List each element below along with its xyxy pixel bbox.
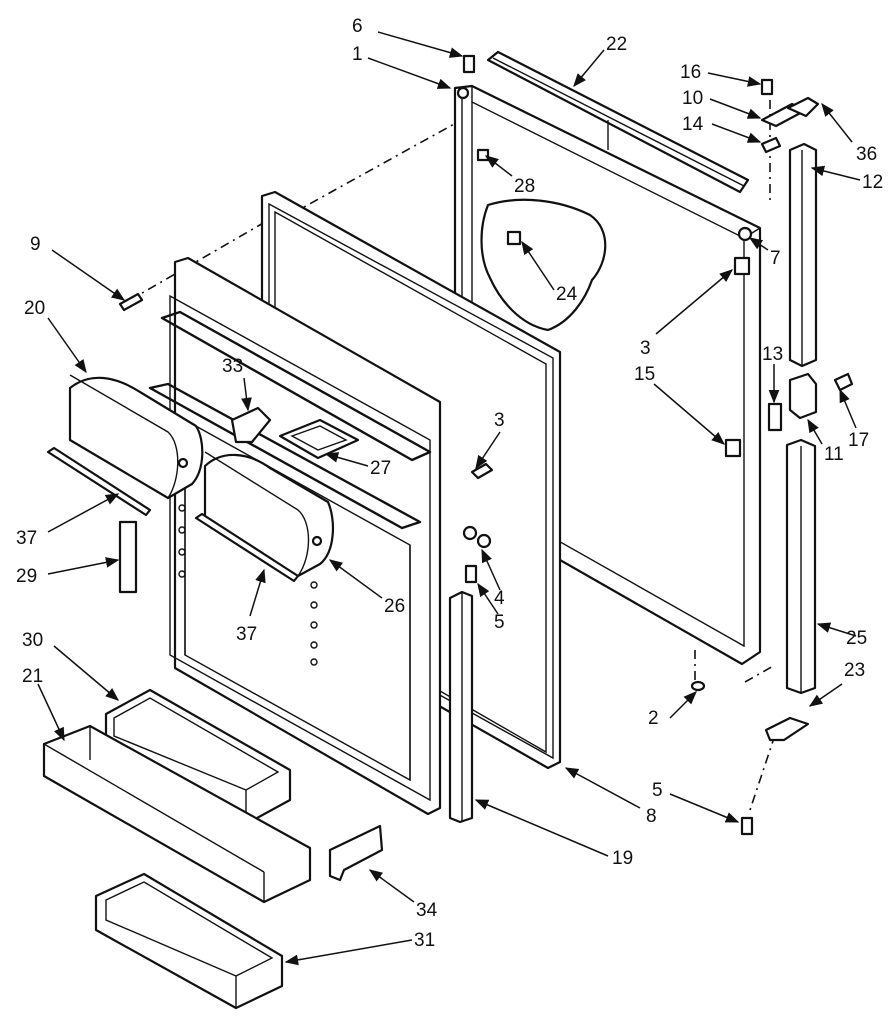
screw-5-bottom — [740, 816, 754, 836]
handle-12 — [788, 142, 818, 368]
clip-24 — [506, 230, 522, 246]
pad-27 — [278, 418, 360, 460]
dairy-door-20 — [68, 374, 204, 500]
callout-26: 26 — [384, 596, 405, 617]
bushing-7 — [737, 226, 753, 242]
callout-11: 11 — [824, 444, 844, 465]
handle-rails — [785, 142, 818, 695]
callout-20: 20 — [24, 298, 45, 319]
screw-16 — [760, 78, 774, 96]
breaker-strip-19 — [448, 590, 474, 824]
bracket-15 — [724, 438, 742, 458]
callout-19: 19 — [612, 848, 633, 869]
callout-36: 36 — [856, 144, 877, 165]
callout-16: 16 — [680, 62, 701, 83]
screw-6 — [462, 54, 476, 74]
callout-labels: 6 1 22 16 10 14 36 12 28 7 24 9 20 3 15 … — [16, 16, 883, 951]
dairy-door-26 — [203, 451, 334, 578]
callout-31: 31 — [414, 930, 435, 951]
callout-4: 4 — [494, 588, 505, 609]
callout-9: 9 — [30, 234, 41, 255]
callout-33: 33 — [222, 356, 243, 377]
clip-29 — [118, 520, 138, 594]
bracket-3-top — [733, 256, 751, 276]
callout-8: 8 — [646, 806, 657, 827]
callout-3-top: 3 — [640, 338, 651, 359]
top-trim-22 — [486, 50, 750, 194]
callout-5-bottom: 5 — [652, 780, 663, 801]
bars-37 — [46, 446, 300, 583]
shim-14 — [760, 136, 782, 154]
cap-11 — [788, 372, 818, 420]
callout-34: 34 — [416, 900, 438, 921]
callout-5-mid: 5 — [494, 612, 505, 633]
callout-2: 2 — [648, 708, 659, 729]
callout-10: 10 — [682, 88, 703, 109]
callout-24: 24 — [556, 284, 578, 305]
callout-37-left: 37 — [16, 528, 37, 549]
hinge-36 — [786, 96, 820, 118]
middle-hinge-parts — [767, 372, 854, 432]
liner-holes — [178, 504, 318, 666]
washer-4 — [476, 533, 492, 549]
callout-37-center: 37 — [236, 624, 257, 645]
callout-1: 1 — [352, 44, 363, 65]
plug-2 — [690, 680, 706, 692]
callout-29: 29 — [16, 566, 37, 587]
bracket-33 — [230, 406, 272, 444]
screw-9 — [118, 292, 144, 312]
callout-22: 22 — [606, 34, 627, 55]
callout-30: 30 — [22, 630, 43, 651]
callout-21: 21 — [22, 666, 43, 687]
callout-14: 14 — [682, 114, 704, 135]
small-parts — [118, 406, 360, 594]
callout-28: 28 — [514, 176, 535, 197]
cover-13 — [767, 402, 783, 432]
hinge-23 — [764, 716, 810, 742]
top-hinge-parts — [724, 78, 820, 458]
callout-25: 25 — [846, 628, 867, 649]
callout-27: 27 — [370, 458, 391, 479]
plug-28 — [476, 148, 490, 162]
screw-17 — [833, 372, 854, 392]
shelf-21 — [42, 724, 312, 904]
callout-13: 13 — [762, 344, 783, 365]
callout-23: 23 — [844, 660, 865, 681]
callout-6: 6 — [352, 16, 363, 37]
callout-17: 17 — [848, 430, 869, 451]
leader-arrows — [37, 31, 861, 966]
callout-3-mid: 3 — [494, 410, 505, 431]
callout-15: 15 — [634, 364, 655, 385]
bracket-34 — [328, 824, 384, 882]
callout-7: 7 — [770, 248, 781, 269]
screw-5-mid — [464, 564, 478, 584]
bin-31 — [94, 872, 284, 1010]
top-screws — [118, 54, 490, 312]
callout-12: 12 — [862, 172, 883, 193]
